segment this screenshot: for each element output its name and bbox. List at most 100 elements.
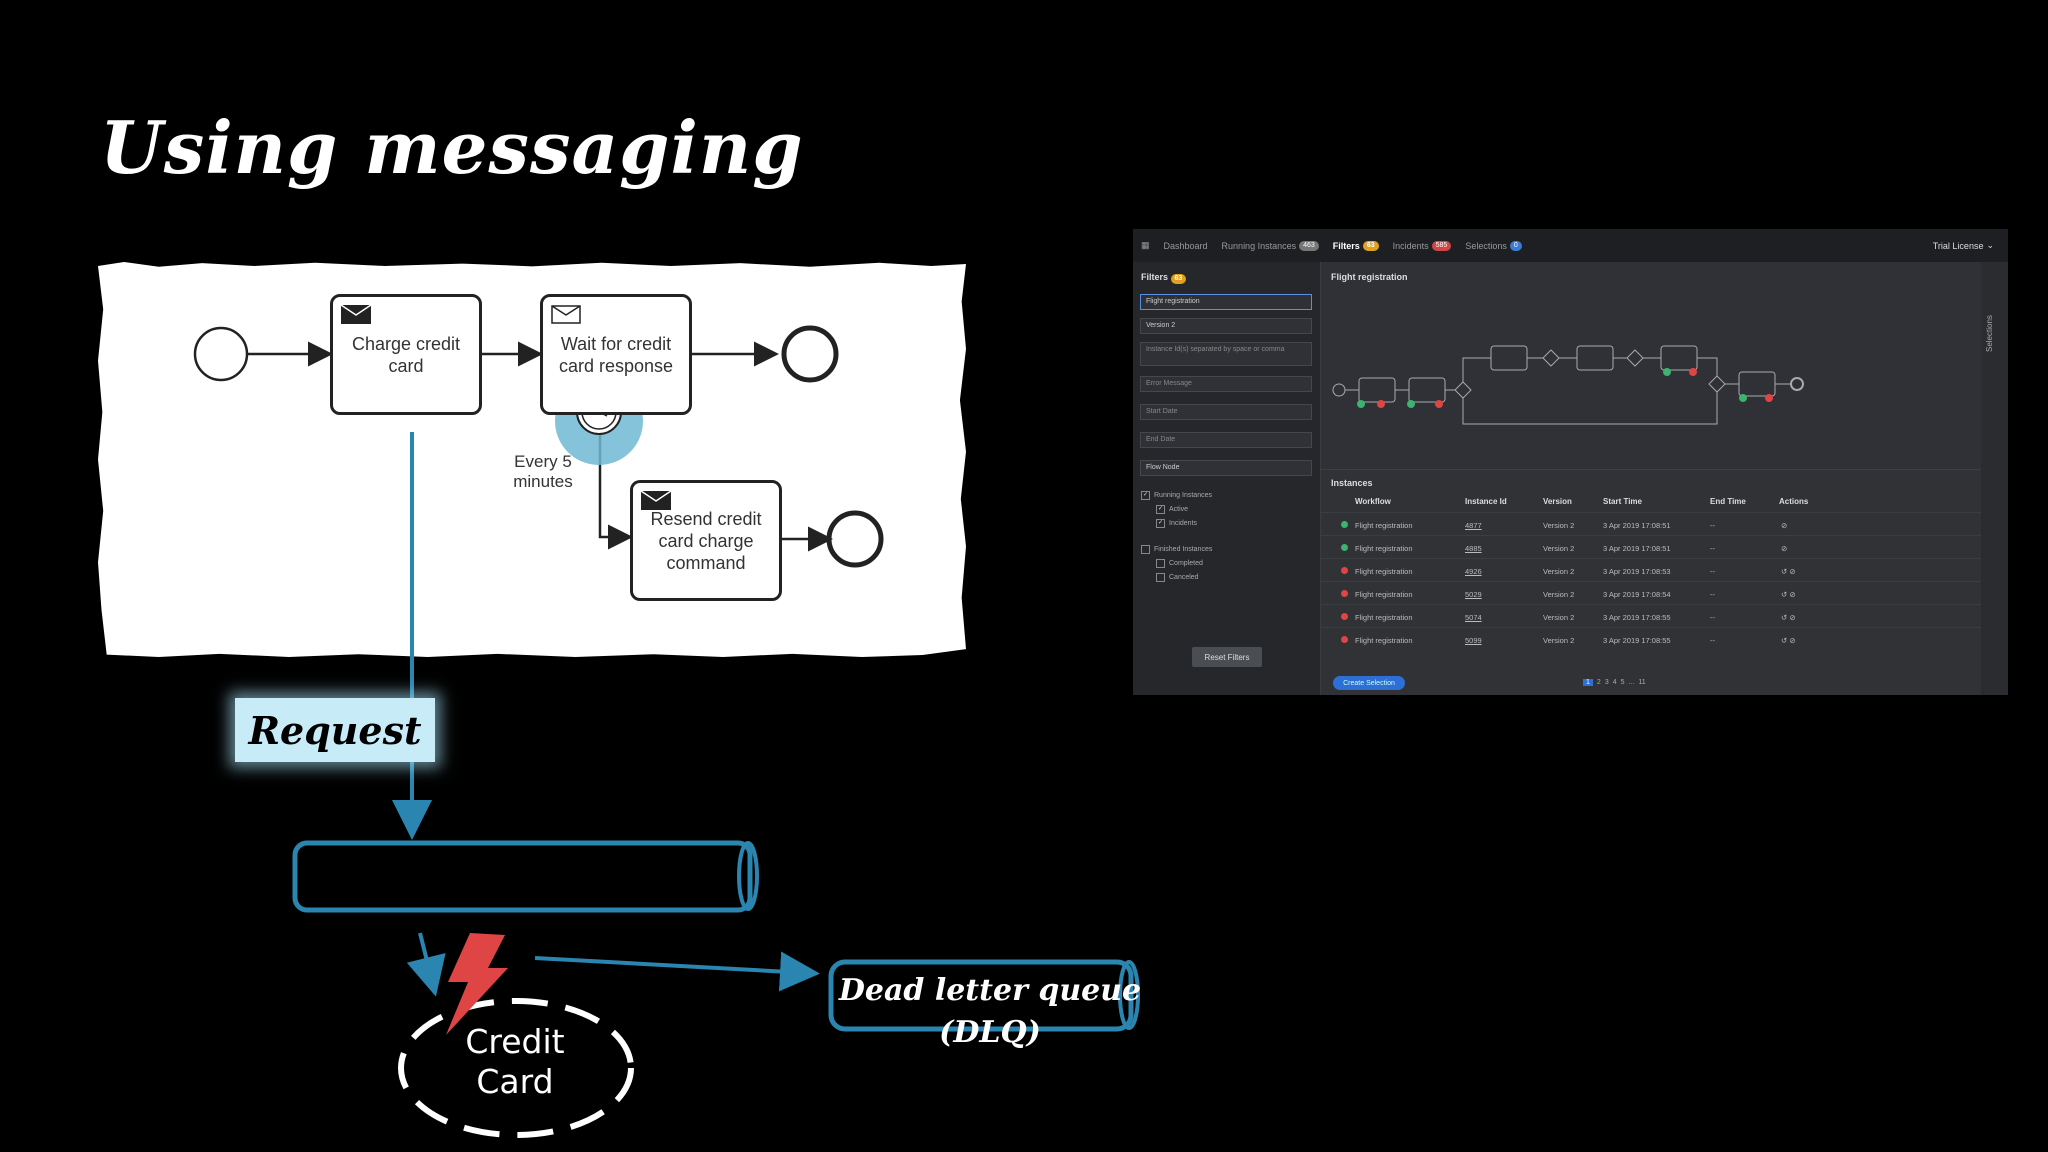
task-wait-response: Wait for credit card response: [540, 294, 692, 415]
incidents-checkbox[interactable]: ✓Incidents: [1156, 519, 1198, 528]
row-version: Version 2: [1543, 544, 1575, 553]
page-2[interactable]: 2: [1596, 679, 1601, 686]
nav-dashboard[interactable]: Dashboard: [1163, 240, 1208, 251]
version-select[interactable]: Version 2: [1140, 318, 1312, 334]
task-charge-label: Charge credit card: [351, 333, 461, 376]
row-instance-id[interactable]: 5074: [1465, 613, 1482, 622]
selections-rail-label[interactable]: Selections: [1985, 315, 1994, 352]
row-action-icons[interactable]: ↺ ⊘: [1781, 590, 1796, 599]
row-start-time: 3 Apr 2019 17:08:53: [1603, 567, 1671, 576]
message-receive-icon: [551, 305, 581, 324]
queue-pipe: [292, 840, 759, 913]
row-action-icons[interactable]: ↺ ⊘: [1781, 567, 1796, 576]
row-start-time: 3 Apr 2019 17:08:54: [1603, 590, 1671, 599]
license-menu[interactable]: Trial License ⌄: [1932, 240, 1994, 251]
state-incident-icon: [1341, 567, 1348, 574]
running-checkbox[interactable]: ✓Running Instances: [1141, 491, 1212, 500]
end-event-1: [781, 325, 839, 383]
row-start-time: 3 Apr 2019 17:08:55: [1603, 636, 1671, 645]
table-row[interactable]: Flight registration 5074 Version 2 3 Apr 20…: [1321, 604, 1981, 628]
slide-title: Using messaging: [100, 105, 804, 190]
workflow-diagram-panel: Flight registration: [1321, 262, 1981, 487]
state-incident-icon: [1341, 613, 1348, 620]
task-charge-credit-card: Charge credit card: [330, 294, 482, 415]
deliver-arrow: [406, 932, 446, 997]
col-instance-id[interactable]: Instance Id: [1465, 497, 1507, 506]
start-date-input[interactable]: Start Date: [1140, 404, 1312, 420]
row-version: Version 2: [1543, 613, 1575, 622]
col-version[interactable]: Version: [1543, 497, 1572, 506]
dlq-arrow: [534, 951, 820, 992]
row-end-time: --: [1710, 521, 1715, 530]
reset-filters-button[interactable]: Reset Filters: [1192, 647, 1262, 667]
row-end-time: --: [1710, 613, 1715, 622]
state-incident-icon: [1341, 636, 1348, 643]
row-action-icons[interactable]: ↺ ⊘: [1781, 613, 1796, 622]
canceled-checkbox[interactable]: Canceled: [1156, 573, 1199, 582]
bpmn-diagram: Charge credit card Wait for credit card …: [98, 262, 966, 657]
filters-heading: Filters 63: [1141, 272, 1187, 284]
row-action-icons[interactable]: ↺ ⊘: [1781, 636, 1796, 645]
instances-heading: Instances: [1331, 478, 1373, 488]
finished-checkbox[interactable]: Finished Instances: [1141, 545, 1212, 554]
timer-label: Every 5 minutes: [513, 452, 573, 491]
row-version: Version 2: [1543, 567, 1575, 576]
row-version: Version 2: [1543, 590, 1575, 599]
state-active-icon: [1341, 544, 1348, 551]
page-1[interactable]: 1: [1583, 679, 1593, 686]
workflow-select[interactable]: Flight registration: [1140, 294, 1312, 310]
active-checkbox[interactable]: ✓Active: [1156, 505, 1189, 514]
page-11[interactable]: 11: [1638, 679, 1646, 686]
row-instance-id[interactable]: 5099: [1465, 636, 1482, 645]
row-instance-id[interactable]: 4926: [1465, 567, 1482, 576]
row-action-icons[interactable]: ⊘: [1781, 521, 1788, 530]
row-instance-id[interactable]: 4877: [1465, 521, 1482, 530]
selections-rail: Selections: [1981, 262, 2008, 695]
row-end-time: --: [1710, 636, 1715, 645]
row-end-time: --: [1710, 544, 1715, 553]
end-date-input[interactable]: End Date: [1140, 432, 1312, 448]
page-3[interactable]: 3: [1604, 679, 1609, 686]
message-send-icon: [341, 305, 371, 324]
col-workflow[interactable]: Workflow: [1355, 497, 1391, 506]
row-instance-id[interactable]: 4885: [1465, 544, 1482, 553]
row-action-icons[interactable]: ⊘: [1781, 544, 1788, 553]
task-resend-label: Resend credit card charge command: [650, 508, 762, 573]
start-event: [193, 326, 249, 382]
flow-node-select[interactable]: Flow Node: [1140, 460, 1312, 476]
page-ellipsis: ...: [1628, 679, 1635, 686]
row-instance-id[interactable]: 5029: [1465, 590, 1482, 599]
instances-table: Instances Workflow Instance Id Version S…: [1321, 469, 1981, 695]
create-selection-button[interactable]: Create Selection: [1333, 676, 1405, 690]
row-workflow: Flight registration: [1355, 544, 1413, 553]
row-workflow: Flight registration: [1355, 636, 1413, 645]
row-workflow: Flight registration: [1355, 613, 1413, 622]
page-4[interactable]: 4: [1612, 679, 1617, 686]
apps-icon[interactable]: ▦: [1141, 240, 1150, 250]
diagram-title: Flight registration: [1331, 272, 1408, 282]
mini-workflow: [1332, 345, 1804, 425]
end-event-2: [826, 510, 884, 568]
instance-ids-input[interactable]: Instance Id(s) separated by space or com…: [1140, 342, 1312, 366]
page-5[interactable]: 5: [1620, 679, 1625, 686]
state-incident-icon: [1341, 590, 1348, 597]
message-send-icon: [641, 491, 671, 510]
table-row[interactable]: Flight registration 4926 Version 2 3 Apr 20…: [1321, 558, 1981, 582]
col-end-time[interactable]: End Time: [1710, 497, 1746, 506]
completed-checkbox[interactable]: Completed: [1156, 559, 1203, 568]
error-message-input[interactable]: Error Message: [1140, 376, 1312, 392]
row-workflow: Flight registration: [1355, 567, 1413, 576]
row-start-time: 3 Apr 2019 17:08:55: [1603, 613, 1671, 622]
task-wait-label: Wait for credit card response: [558, 333, 674, 376]
col-start-time[interactable]: Start Time: [1603, 497, 1642, 506]
